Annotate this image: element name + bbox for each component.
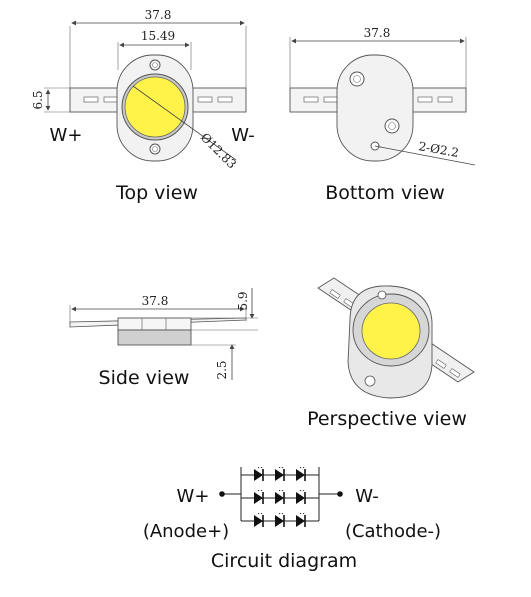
perspective-view-caption: Perspective view: [307, 408, 467, 430]
circuit-cathode-label: (Cathode-): [345, 521, 441, 542]
side-dim-width-label: 37.8: [142, 294, 169, 308]
top-dim-width: 37.8: [69, 8, 247, 88]
perspective-view: Perspective view: [307, 277, 475, 430]
top-dim-width-label: 37.8: [145, 8, 172, 22]
top-dim-inner-label: 15.49: [141, 29, 175, 43]
circuit-caption: Circuit diagram: [211, 550, 357, 572]
top-slot: [197, 96, 213, 103]
top-slot: [217, 96, 233, 103]
bottom-dim-width: 37.8: [289, 26, 467, 88]
top-dim-height: 6.5: [31, 87, 74, 113]
led-diode: [249, 513, 269, 528]
bottom-dim-holes-label: 2-Ø2.2: [417, 139, 459, 160]
circuit-anode-label: (Anode+): [143, 521, 229, 542]
top-mount-hole: [149, 59, 161, 71]
side-view: 37.8 5.9 2.5 Side view: [69, 288, 258, 389]
led-diode: [249, 467, 269, 482]
bottom-dim-width-label: 37.8: [364, 26, 391, 40]
led-diode: [291, 490, 311, 505]
led-diode: [249, 490, 269, 505]
side-dim-base: 2.5: [191, 344, 236, 380]
top-dim-inner: 15.49: [117, 29, 192, 70]
led-row: [241, 513, 319, 528]
side-dim-width: 37.8: [69, 294, 247, 327]
circuit-diagram: W+ (Anode+) W- (Cathode-) Circuit diagra…: [143, 467, 441, 572]
bottom-mount-hole: [384, 118, 400, 134]
bottom-view-caption: Bottom view: [325, 182, 444, 204]
top-left-terminal: W+: [50, 125, 83, 146]
bottom-mount-hole: [349, 71, 365, 87]
led-diode: [291, 513, 311, 528]
led-diode: [270, 490, 290, 505]
led-diode: [270, 513, 290, 528]
anode-node: [219, 491, 225, 497]
circuit-cathode-terminal: W-: [355, 486, 379, 507]
led-row: [241, 490, 319, 505]
side-dim-height-label: 5.9: [236, 291, 250, 310]
top-view: 37.8 15.49 6.5 Ø12.83: [31, 8, 255, 204]
led-row: [241, 467, 319, 482]
side-upper-body: [117, 317, 192, 331]
side-base: [117, 329, 192, 346]
top-mount-hole: [149, 143, 161, 155]
led-diode: [270, 467, 290, 482]
side-dim-height: 5.9: [191, 288, 258, 331]
top-slot: [103, 96, 119, 103]
bottom-view: 37.8 2-Ø2.2 Bottom view: [289, 26, 476, 204]
top-view-caption: Top view: [115, 182, 198, 204]
top-led-emitter: [124, 76, 186, 138]
circuit-anode-terminal: W+: [177, 486, 210, 507]
cathode-node: [337, 491, 343, 497]
persp-led-emitter: [361, 302, 421, 360]
side-view-caption: Side view: [99, 367, 190, 389]
side-dim-base-label: 2.5: [215, 360, 229, 379]
led-diode: [291, 467, 311, 482]
top-right-terminal: W-: [231, 125, 255, 146]
top-slot: [83, 96, 99, 103]
top-dim-height-label: 6.5: [31, 90, 45, 109]
